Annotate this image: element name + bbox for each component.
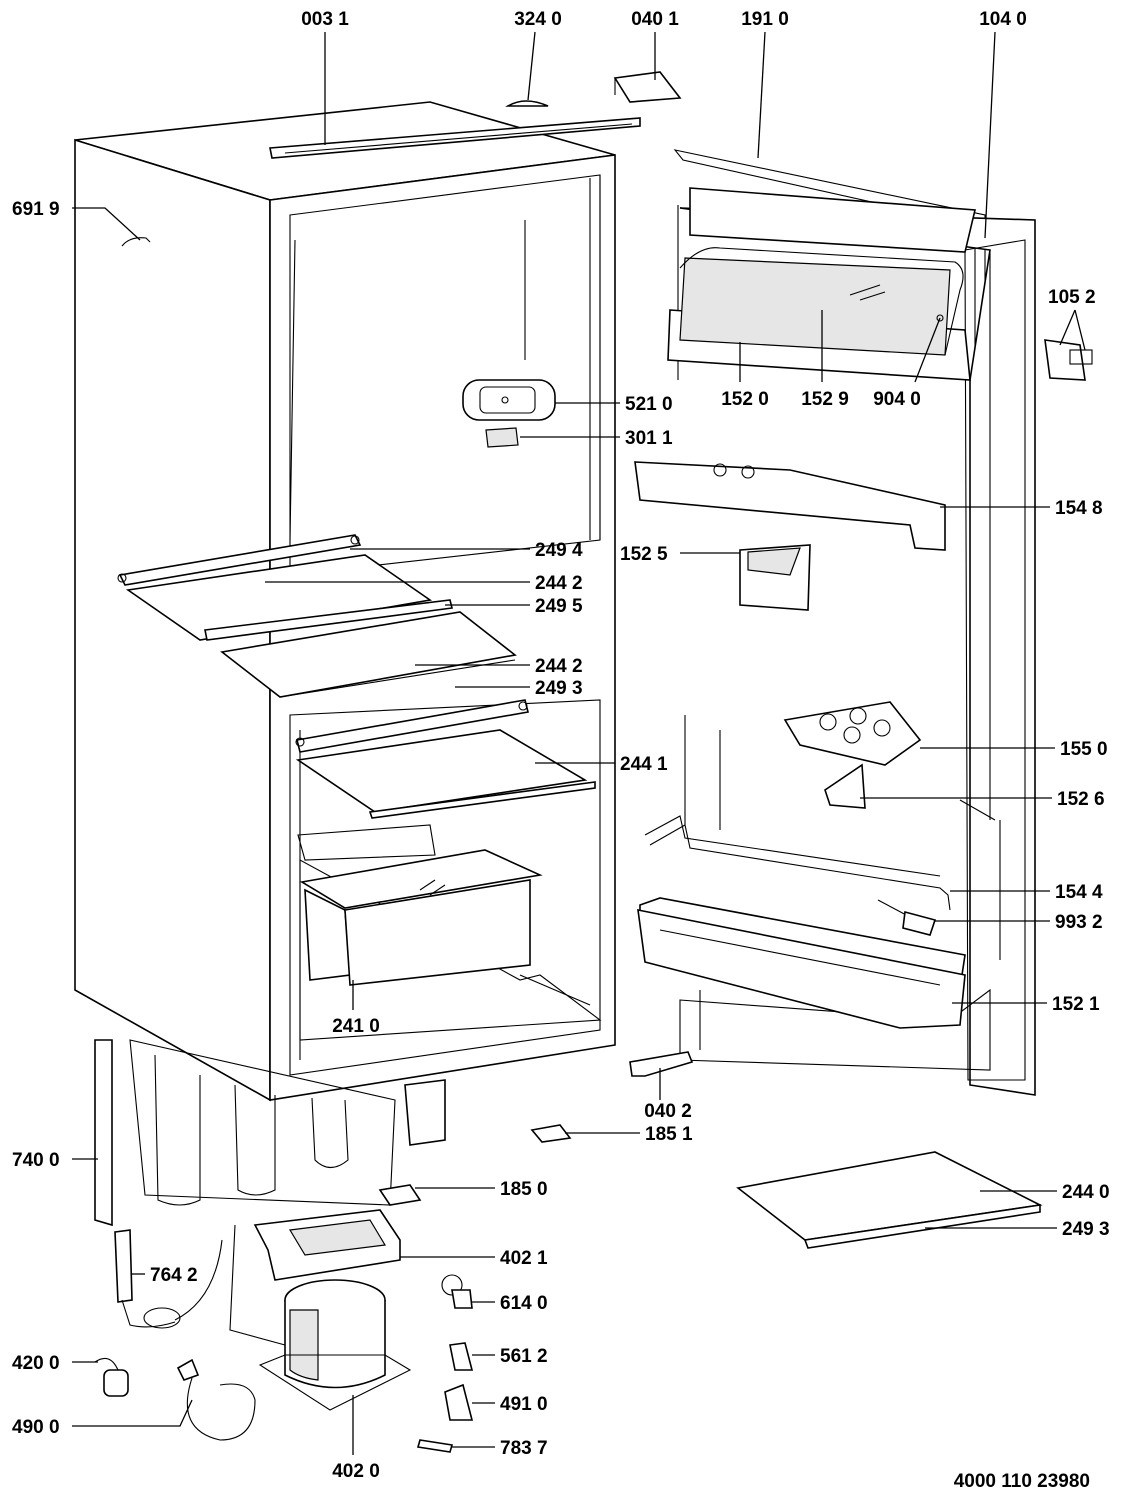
label-152-0: 152 0: [721, 389, 769, 410]
document-number: 4000 110 23980: [954, 1471, 1090, 1492]
label-491-0: 491 0: [500, 1394, 548, 1415]
label-691-9: 691 9: [12, 199, 60, 220]
plate-185-1: [530, 1124, 572, 1143]
label-154-8: 154 8: [1055, 498, 1103, 519]
label-764-2: 764 2: [150, 1265, 198, 1286]
part-labels: 003 1 324 0 040 1 191 0 104 0 691 9 105 …: [12, 9, 1110, 1482]
bottle-shelf-152-1: [637, 897, 966, 1029]
cover-491-0: [444, 1383, 474, 1421]
label-740-0: 740 0: [12, 1150, 60, 1171]
door-104-0: [679, 207, 1036, 1096]
label-241-0: 241 0: [332, 1016, 380, 1037]
label-324-0: 324 0: [514, 9, 562, 30]
door-shelf-154-8: [634, 461, 946, 551]
label-244-1: 244 1: [620, 754, 668, 775]
label-152-1: 152 1: [1052, 994, 1100, 1015]
label-561-2: 561 2: [500, 1346, 548, 1367]
label-249-4: 249 4: [535, 540, 583, 561]
label-191-0: 191 0: [741, 9, 789, 30]
label-185-0: 185 0: [500, 1179, 548, 1200]
part-324-0: [505, 100, 549, 107]
label-521-0: 521 0: [625, 394, 673, 415]
label-402-0: 402 0: [332, 1461, 380, 1482]
label-152-5: 152 5: [620, 544, 668, 565]
glass-shelf-middle: [220, 611, 517, 698]
label-105-2: 105 2: [1048, 287, 1096, 308]
glass-shelf-244-0: [736, 1151, 1043, 1249]
label-993-2: 993 2: [1055, 912, 1103, 933]
label-152-6: 152 6: [1057, 789, 1105, 810]
drain-part-691-9: [121, 237, 151, 247]
pin-783-7: [416, 1439, 454, 1453]
glass-shelf-lower: [295, 699, 596, 819]
rail-154-4: [644, 815, 951, 911]
sensor-993-2: [877, 899, 937, 936]
label-244-0: 244 0: [1062, 1182, 1110, 1203]
label-104-0: 104 0: [979, 9, 1027, 30]
label-249-5: 249 5: [535, 596, 583, 617]
glass-shelf-upper: [117, 534, 453, 641]
crisper-drawer: [299, 849, 543, 986]
label-614-0: 614 0: [500, 1293, 548, 1314]
lamp-cover-301-1: [485, 427, 519, 448]
compressor-402-0: [229, 1224, 412, 1411]
label-783-7: 783 7: [500, 1438, 548, 1459]
relay-614-0: [441, 1274, 473, 1309]
label-402-1: 402 1: [500, 1248, 548, 1269]
dairy-compartment-152-9: [667, 187, 976, 381]
label-301-1: 301 1: [625, 428, 673, 449]
relay-561-2: [449, 1342, 474, 1371]
hinge-105-2: [1044, 339, 1093, 381]
drip-tray-402-1: [253, 1209, 401, 1281]
label-040-2: 040 2: [644, 1101, 692, 1122]
label-244-2-upper: 244 2: [535, 573, 583, 594]
hinge-bottom-040-2: [629, 1051, 694, 1077]
rail-003-1: [269, 117, 641, 159]
label-420-0: 420 0: [12, 1353, 60, 1374]
label-249-3-lower: 249 3: [1062, 1219, 1110, 1240]
butter-box-152-5: [739, 544, 811, 611]
leader-lines: [72, 31, 1086, 1455]
tubing-764-2: [114, 1229, 223, 1329]
clip-152-6: [824, 763, 866, 809]
hinge-top-040-1: [613, 71, 682, 103]
label-244-2-lower: 244 2: [535, 656, 583, 677]
label-249-3-upper: 249 3: [535, 678, 583, 699]
label-904-0: 904 0: [873, 389, 921, 410]
label-154-4: 154 4: [1055, 882, 1103, 903]
label-155-0: 155 0: [1060, 739, 1108, 760]
label-040-1: 040 1: [631, 9, 679, 30]
power-cord-490-0: [176, 1358, 256, 1441]
label-185-1: 185 1: [645, 1124, 693, 1145]
egg-tray-155-0: [783, 701, 922, 766]
plate-185-0: [378, 1184, 422, 1206]
label-152-9: 152 9: [801, 389, 849, 410]
label-490-0: 490 0: [12, 1417, 60, 1438]
thermostat-521-0: [462, 379, 556, 421]
capacitor-420-0: [94, 1357, 129, 1397]
label-003-1: 003 1: [301, 9, 349, 30]
